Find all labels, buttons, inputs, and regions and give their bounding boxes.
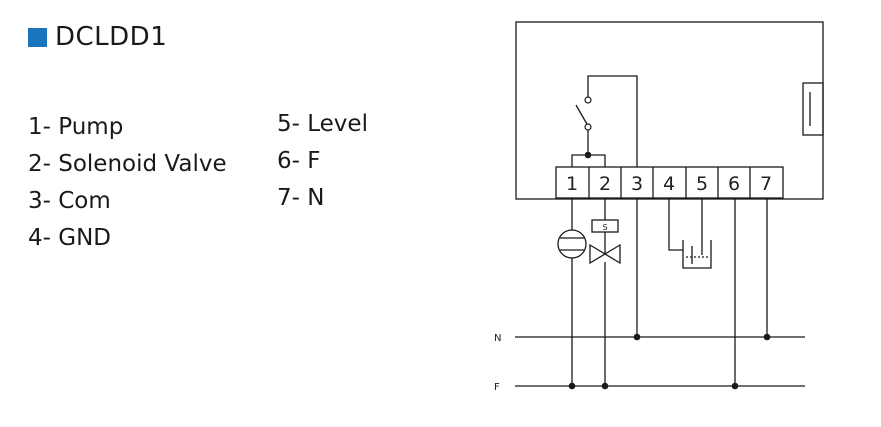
- terminal-label-1: 1: [566, 173, 578, 195]
- bus-label-f: F: [494, 382, 500, 393]
- terminal-label-2: 2: [599, 173, 611, 195]
- legend-item-com: 3- Com: [28, 188, 111, 214]
- wire-terminal-4-to-probe: [668, 198, 683, 251]
- title-text: DCLDD1: [55, 22, 168, 52]
- legend-item-pump: 1- Pump: [28, 114, 124, 140]
- junction-dot: [731, 382, 739, 390]
- legend-item-f: 6- F: [277, 148, 321, 174]
- relay-switch: [571, 75, 638, 167]
- junction-dot: [763, 333, 771, 341]
- terminal-label-3: 3: [631, 173, 643, 195]
- junction-dot: [601, 382, 609, 390]
- junction-dot: [568, 382, 576, 390]
- page-title: DCLDD1: [28, 22, 167, 52]
- legend-item-level: 5- Level: [277, 111, 368, 137]
- title-marker: [28, 27, 47, 47]
- legend-item-n: 7- N: [277, 185, 325, 211]
- valve-symbol-label: S: [602, 223, 607, 232]
- terminal-label-7: 7: [760, 173, 772, 195]
- junction-dot: [584, 151, 592, 159]
- terminal-label-6: 6: [728, 173, 740, 195]
- switch-contact: [584, 96, 592, 104]
- level-tank-icon: [682, 240, 712, 269]
- legend-column-left: 1- Pump 2- Solenoid Valve 3- Com 4- GND: [28, 109, 227, 257]
- switch-contact: [584, 123, 592, 131]
- terminal-label-5: 5: [696, 173, 708, 195]
- solenoid-valve-icon: [589, 219, 621, 265]
- legend-item-solenoid-valve: 2- Solenoid Valve: [28, 151, 227, 177]
- terminal-label-4: 4: [663, 173, 675, 195]
- bus-label-n: N: [494, 333, 501, 344]
- pump-icon: [557, 229, 587, 259]
- legend-item-gnd: 4- GND: [28, 225, 111, 251]
- side-connector: [802, 82, 824, 136]
- legend-column-right: 5- Level 6- F 7- N: [277, 106, 368, 217]
- junction-dot: [633, 333, 641, 341]
